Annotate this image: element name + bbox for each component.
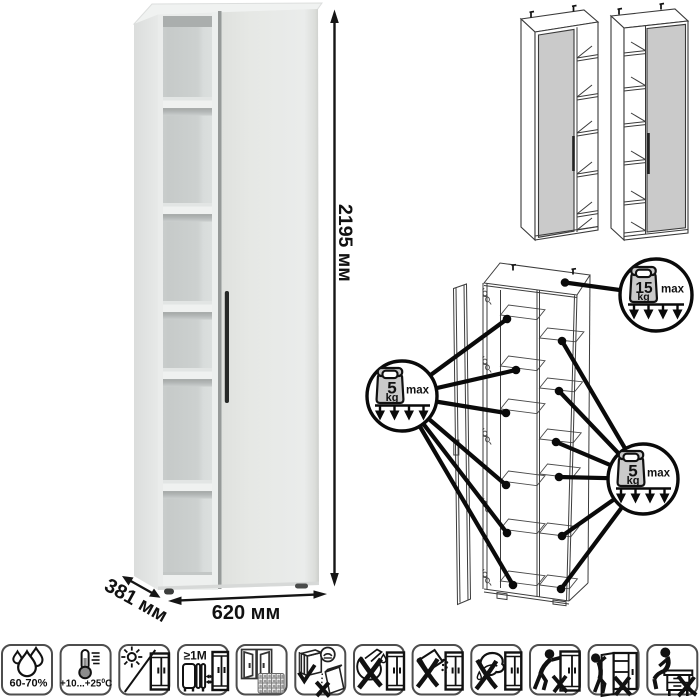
svg-text:5: 5 bbox=[387, 379, 396, 398]
svg-text:620 мм: 620 мм bbox=[212, 602, 281, 624]
svg-text:kg: kg bbox=[386, 392, 399, 404]
svg-text:15: 15 bbox=[635, 280, 653, 297]
svg-text:max: max bbox=[647, 468, 671, 480]
svg-text:5: 5 bbox=[628, 462, 637, 481]
svg-text:2195 мм: 2195 мм bbox=[334, 204, 356, 282]
svg-text:max: max bbox=[406, 385, 430, 397]
svg-text:kg: kg bbox=[637, 291, 649, 303]
svg-text:≥1М: ≥1М bbox=[184, 649, 207, 663]
svg-text:max: max bbox=[661, 284, 685, 296]
svg-text:60-70%: 60-70% bbox=[10, 678, 48, 690]
svg-text:kg: kg bbox=[627, 475, 640, 487]
svg-text:+10...+250C: +10...+250C bbox=[60, 678, 112, 689]
